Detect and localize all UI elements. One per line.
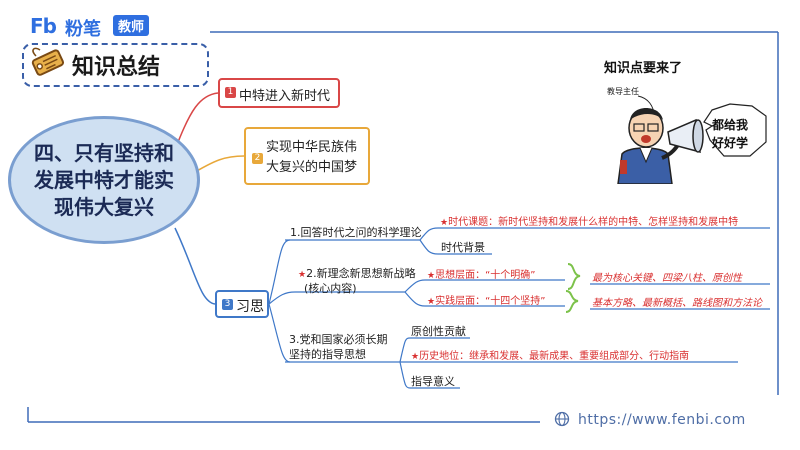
sub-3-label-line2: 坚持的指导思想 [289, 348, 366, 361]
brand-logo: Fb [30, 14, 57, 38]
sub-3-item-history-text: 历史地位：继承和发展、最新成果、重要组成部分、行动指南 [419, 351, 690, 362]
role-label: 教导主任 [607, 87, 639, 96]
brand-name: 粉笔 [65, 19, 101, 40]
sub-1-item-topic: ★时代课题：新时代坚持和发展什么样的中特、怎样坚持和发展中特 [440, 213, 738, 228]
bubble-line1: 都给我 [712, 118, 749, 132]
sub-2-item-thought-note: 最为核心关键、四梁八柱、原创性 [592, 273, 742, 284]
section-title: 知识总结 [72, 55, 161, 80]
main-topic-node: 四、只有坚持和发展中特才能实现伟大复兴 [8, 116, 200, 244]
sub-3-item-significance: 指导意义 [411, 375, 455, 388]
sub-2-item-practice-note: 基本方略、最新概括、路线图和方法论 [592, 298, 762, 309]
sub-1-item-topic-text: 时代课题：新时代坚持和发展什么样的中特、怎样坚持和发展中特 [448, 217, 739, 228]
branch-3-label: 习思 [236, 299, 264, 315]
main-topic-label: 四、只有坚持和发展中特才能实现伟大复兴 [34, 140, 174, 219]
speech-text: 知识点要来了 [604, 61, 683, 76]
sub-2-label-line1: ★2.新理念新思想新战略 [298, 265, 416, 281]
star-icon: ★ [440, 218, 449, 228]
sub-1-label: 1.回答时代之问的科学理论 [290, 226, 422, 239]
sub-2-item-practice: ★实践层面：“十四个坚持” [427, 292, 545, 307]
branch-3-number: 3 [222, 299, 233, 310]
footer-url[interactable]: https://www.fenbi.com [578, 412, 746, 428]
sub-1-item-background: 时代背景 [441, 241, 485, 254]
branch-2-node: 2 实现中华民族伟大复兴的中国梦 [244, 127, 370, 185]
branch-1-number: 1 [225, 87, 236, 98]
bubble-line2: 好好学 [712, 136, 749, 150]
bubble-text: 都给我 好好学 [712, 116, 748, 152]
globe-icon [554, 411, 570, 427]
brand-badge: 教师 [113, 15, 150, 36]
teacher-illustration [617, 95, 767, 184]
star-icon: ★ [298, 270, 307, 280]
sub-2-item-thought-text: 思想层面：“十个明确” [435, 270, 536, 281]
star-icon: ★ [411, 352, 420, 362]
sub-2-label-line2: (核心内容) [304, 282, 357, 295]
star-icon: ★ [427, 271, 436, 281]
branch-2-label: 实现中华民族伟大复兴的中国梦 [266, 140, 358, 175]
sub-3-item-history: ★历史地位：继承和发展、最新成果、重要组成部分、行动指南 [411, 347, 689, 362]
branch-3-node: 3 习思 [215, 290, 269, 318]
sub-3-label-line1: 3.党和国家必须长期 [289, 333, 388, 346]
sub-2-item-thought: ★思想层面：“十个明确” [427, 266, 535, 281]
branch-2-number: 2 [252, 153, 263, 164]
branch-1-label: 中特进入新时代 [239, 89, 331, 104]
sub-3-item-contribution: 原创性贡献 [411, 325, 466, 338]
tag-icon [31, 47, 64, 76]
branch-1-node: 1 中特进入新时代 [218, 78, 340, 108]
sub-2-label-text: 2.新理念新思想新战略 [306, 267, 416, 280]
sub-2-item-practice-text: 实践层面：“十四个坚持” [435, 296, 546, 307]
star-icon: ★ [427, 297, 436, 307]
